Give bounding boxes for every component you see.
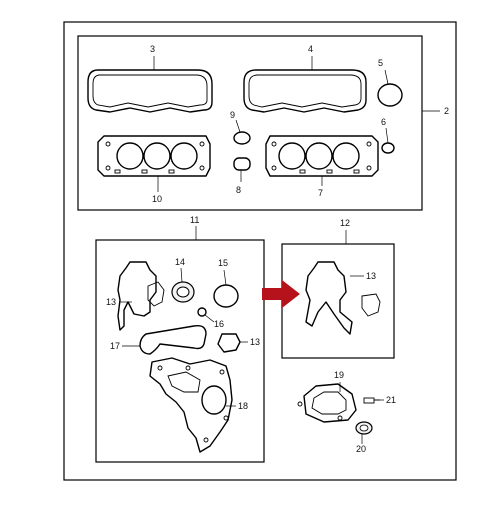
outer-frame — [63, 21, 457, 481]
callout-4: 4 — [308, 44, 313, 54]
callout-13-a: 13 — [106, 297, 116, 307]
callout-14: 14 — [175, 257, 185, 267]
plug-seal — [233, 157, 251, 171]
callout-2: 2 — [444, 106, 449, 116]
o-ring-15 — [213, 284, 239, 308]
oil-filter-seal — [355, 421, 373, 435]
cylinder-head-gasket-right — [265, 135, 379, 177]
callout-15: 15 — [218, 258, 228, 268]
callout-19: 19 — [334, 370, 344, 380]
red-arrow-indicator — [262, 280, 300, 308]
callout-10: 10 — [152, 194, 162, 204]
callout-13-b: 13 — [250, 337, 260, 347]
callout-12: 12 — [340, 218, 350, 228]
callout-5: 5 — [378, 58, 383, 68]
o-ring-small — [381, 142, 395, 154]
valve-cover-gasket-right — [243, 69, 367, 113]
timing-cover-subkit-box — [281, 243, 395, 359]
spark-tube-seal — [233, 131, 251, 145]
callout-17: 17 — [110, 341, 120, 351]
o-ring-large — [377, 83, 403, 107]
callout-20: 20 — [356, 444, 366, 454]
upper-gasket-kit-box — [77, 35, 423, 211]
callout-13-c: 13 — [366, 271, 376, 281]
callout-8: 8 — [236, 185, 241, 195]
o-ring-16 — [197, 307, 207, 317]
callout-16: 16 — [214, 319, 224, 329]
callout-9: 9 — [230, 110, 235, 120]
timing-cover-gasket-left — [117, 261, 165, 331]
bolt — [363, 397, 380, 404]
cylinder-head-gasket-left — [97, 135, 211, 177]
water-pump-gasket — [139, 324, 207, 355]
seal-gasket-13 — [217, 333, 241, 353]
callout-21: 21 — [386, 395, 396, 405]
valve-cover-gasket-left — [87, 69, 213, 113]
timing-cover — [149, 357, 233, 453]
callout-7: 7 — [318, 188, 323, 198]
callout-11: 11 — [190, 215, 199, 225]
callout-6: 6 — [381, 117, 386, 127]
crankshaft-front-seal — [171, 281, 195, 303]
callout-18: 18 — [238, 401, 248, 411]
timing-cover-gasket-right — [305, 261, 381, 335]
callout-3: 3 — [150, 44, 155, 54]
oil-filter-adapter-gasket — [297, 383, 357, 423]
timing-cover-kit-box — [95, 239, 265, 463]
